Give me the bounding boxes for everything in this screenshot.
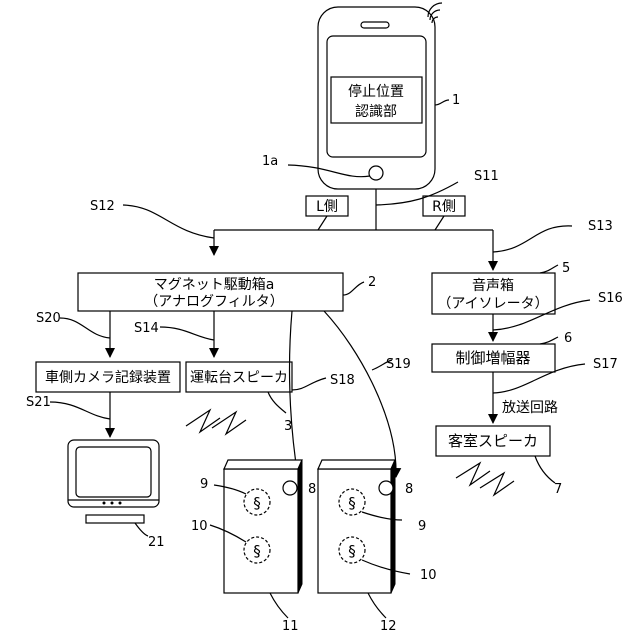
voice-box: 音声箱 （アイソレータ） 5 S16 [432, 261, 623, 341]
unit-12-upper-speaker-icon: § [348, 494, 356, 512]
ref-1: 1 [452, 93, 460, 108]
sound-wave-icon-4 [212, 412, 246, 434]
recognition-title-1: 停止位置 [348, 83, 404, 100]
leader-s13 [493, 226, 572, 252]
unit-11-sensor [283, 481, 297, 495]
unit-11-upper-ref: 9 [200, 477, 208, 492]
magnet-box-subtitle: （アナログフィルタ） [144, 294, 283, 310]
leader-s21 [50, 402, 110, 419]
leader-5 [540, 265, 558, 273]
voice-box-subtitle: （アイソレータ） [437, 296, 548, 312]
unit-12-lower-ref: 10 [420, 568, 437, 583]
control-amplifier: 制御増幅器 6 放送回路 S17 [432, 331, 618, 423]
sound-wave-icon-3 [186, 410, 220, 432]
monitor-led-1 [103, 502, 106, 505]
speaker-unit-11: 8 § § 9 10 11 [191, 460, 316, 634]
right-branch-label: R側 [432, 199, 456, 215]
broadcast-circuit-label: 放送回路 [502, 400, 558, 416]
unit-12-ref: 12 [380, 619, 397, 634]
unit-11-ref: 11 [282, 619, 299, 634]
leader-s12 [123, 205, 214, 238]
leader-1 [435, 100, 449, 105]
signal-s17: S17 [593, 357, 618, 372]
signal-s20: S20 [36, 311, 61, 326]
arrow-s18 [290, 311, 298, 477]
leader-7 [535, 456, 555, 483]
unit-12-top [318, 460, 395, 469]
unit-11-side [298, 460, 302, 593]
left-branch-leader [318, 216, 327, 230]
signal-s11: S11 [474, 169, 499, 184]
unit-11-upper-speaker-icon: § [253, 494, 261, 512]
unit-11-top [224, 460, 302, 469]
unit-signal-lines: S18 S19 [290, 311, 411, 477]
arrow-s19 [324, 311, 396, 477]
magnet-drive-box: マグネット駆動箱a （アナログフィルタ） 2 [78, 273, 376, 311]
monitor-stand [86, 515, 144, 523]
signal-s14: S14 [134, 321, 159, 336]
amp-label: 制御増幅器 [455, 349, 530, 367]
signal-s16: S16 [598, 291, 623, 306]
ref-6: 6 [564, 331, 572, 346]
stop-position-device: 停止位置 認識部 1 1a [262, 3, 460, 189]
left-branch-label: L側 [316, 199, 338, 215]
ref-21: 21 [148, 535, 165, 550]
signal-s19: S19 [386, 357, 411, 372]
speaker-unit-12: 8 § § 9 10 12 [318, 460, 437, 634]
unit-11-lower-ref: 10 [191, 519, 208, 534]
leader-21 [135, 523, 148, 536]
ref-7: 7 [554, 482, 562, 497]
monitor: 21 [68, 440, 165, 550]
cabin-speaker-label: 客室スピーカ [448, 432, 538, 450]
leader-3 [268, 392, 286, 413]
unit-12-sensor [379, 481, 393, 495]
voice-box-title: 音声箱 [472, 277, 514, 294]
unit-11-lower-speaker-icon: § [253, 542, 261, 560]
unit-11-sensor-ref: 8 [308, 482, 316, 497]
leader-11 [270, 593, 288, 618]
unit-12-lower-speaker-icon: § [348, 542, 356, 560]
magnet-box-title: マグネット駆動箱a [154, 277, 275, 293]
leader-s14 [160, 327, 214, 340]
signal-s21: S21 [26, 395, 51, 410]
driver-speaker-label: 運転台スピーカ [190, 370, 288, 386]
cabin-speaker: 客室スピーカ 7 [436, 426, 562, 497]
leader-6 [540, 337, 558, 344]
leader-12 [368, 593, 386, 618]
monitor-led-2 [111, 502, 114, 505]
ref-2: 2 [368, 275, 376, 290]
sound-wave-icon-1 [456, 463, 490, 485]
unit-12-upper-ref: 9 [418, 519, 426, 534]
ref-1a: 1a [262, 154, 278, 169]
leader-s20 [60, 318, 110, 338]
leader-2 [343, 282, 364, 295]
unit-12-sensor-ref: 8 [405, 482, 413, 497]
monitor-led-3 [119, 502, 122, 505]
signal-s18: S18 [330, 373, 355, 388]
leader-s18 [292, 378, 326, 390]
recognition-title-2: 認識部 [355, 104, 397, 120]
right-branch-leader [435, 216, 444, 230]
unit-12-side [391, 460, 395, 593]
camera-label: 車側カメラ記録装置 [45, 369, 171, 386]
ref-5: 5 [562, 261, 570, 276]
signal-s13: S13 [588, 219, 613, 234]
sound-wave-icon-2 [480, 473, 514, 495]
signal-s12: S12 [90, 199, 115, 214]
